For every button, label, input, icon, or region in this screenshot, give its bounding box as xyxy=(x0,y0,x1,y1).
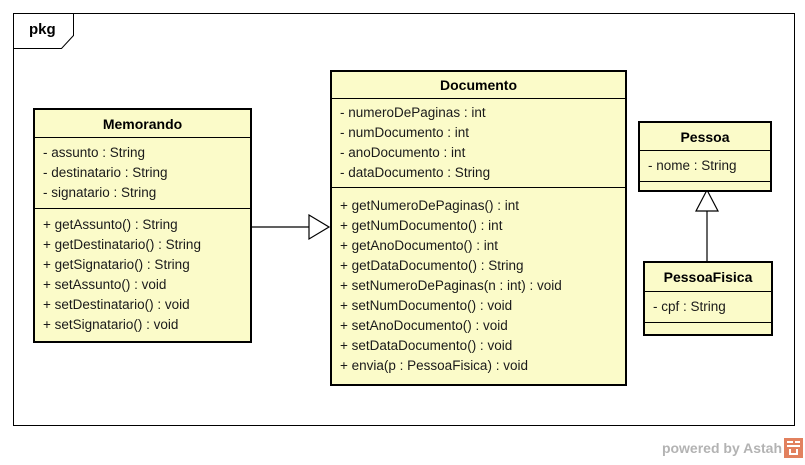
attribute-row: - cpf : String xyxy=(653,299,726,314)
attribute-row: - signatario : String xyxy=(43,185,157,200)
class-pessoafisica-name: PessoaFisica xyxy=(645,263,771,292)
generalization-arrow-pessoafisica-pessoa[interactable] xyxy=(695,188,719,261)
method-row: + getNumDocumento() : int xyxy=(340,218,503,233)
method-row: + setAnoDocumento() : void xyxy=(340,318,508,333)
class-pessoafisica-methods xyxy=(645,323,771,334)
generalization-arrow-memorando-documento[interactable] xyxy=(252,213,331,241)
attribute-row: - anoDocumento : int xyxy=(340,145,466,160)
class-documento-methods: + getNumeroDePaginas() : int + getNumDocu… xyxy=(332,188,625,384)
method-row: + getDataDocumento() : String xyxy=(340,258,524,273)
package-tab-label: pkg xyxy=(29,21,56,38)
package-tab-shape xyxy=(13,13,74,49)
class-documento-name: Documento xyxy=(332,72,625,99)
class-memorando-name: Memorando xyxy=(35,110,250,138)
class-documento-attributes: - numeroDePaginas : int - numDocumento : … xyxy=(332,99,625,188)
attribute-row: - numDocumento : int xyxy=(340,125,470,140)
method-row: + setNumDocumento() : void xyxy=(340,298,513,313)
attribute-row: - destinatario : String xyxy=(43,165,168,180)
attribute-row: - dataDocumento : String xyxy=(340,165,491,180)
class-memorando-attributes: - assunto : String - destinatario : Strin… xyxy=(35,138,250,209)
attribute-row: - numeroDePaginas : int xyxy=(340,105,486,120)
class-documento[interactable]: Documento - numeroDePaginas : int - numDo… xyxy=(330,70,627,386)
method-row: + getAssunto() : String xyxy=(43,217,178,232)
attribute-row: - assunto : String xyxy=(43,145,146,160)
class-memorando-methods: + getAssunto() : String + getDestinatario… xyxy=(35,209,250,341)
attribute-row: - nome : String xyxy=(648,158,737,173)
class-pessoa[interactable]: Pessoa - nome : String xyxy=(638,121,772,192)
method-row: + setNumeroDePaginas(n : int) : void xyxy=(340,278,562,293)
method-row: + setDataDocumento() : void xyxy=(340,338,513,353)
method-row: + envia(p : PessoaFisica) : void xyxy=(340,358,528,373)
class-memorando[interactable]: Memorando - assunto : String - destinatar… xyxy=(33,108,252,343)
class-pessoa-methods xyxy=(640,182,770,190)
method-row: + setAssunto() : void xyxy=(43,277,167,292)
astah-logo-icon xyxy=(784,438,803,458)
class-pessoa-name: Pessoa xyxy=(640,123,770,151)
watermark: powered by Astah xyxy=(662,438,803,458)
class-pessoa-attributes: - nome : String xyxy=(640,151,770,182)
method-row: + getNumeroDePaginas() : int xyxy=(340,198,519,213)
method-row: + setDestinatario() : void xyxy=(43,297,190,312)
watermark-text: powered by Astah xyxy=(661,440,782,456)
class-pessoafisica[interactable]: PessoaFisica - cpf : String xyxy=(643,261,773,336)
method-row: + getAnoDocumento() : int xyxy=(340,238,498,253)
method-row: + getDestinatario() : String xyxy=(43,237,201,252)
method-row: + getSignatario() : String xyxy=(43,257,190,272)
method-row: + setSignatario() : void xyxy=(43,317,179,332)
class-pessoafisica-attributes: - cpf : String xyxy=(645,292,771,323)
